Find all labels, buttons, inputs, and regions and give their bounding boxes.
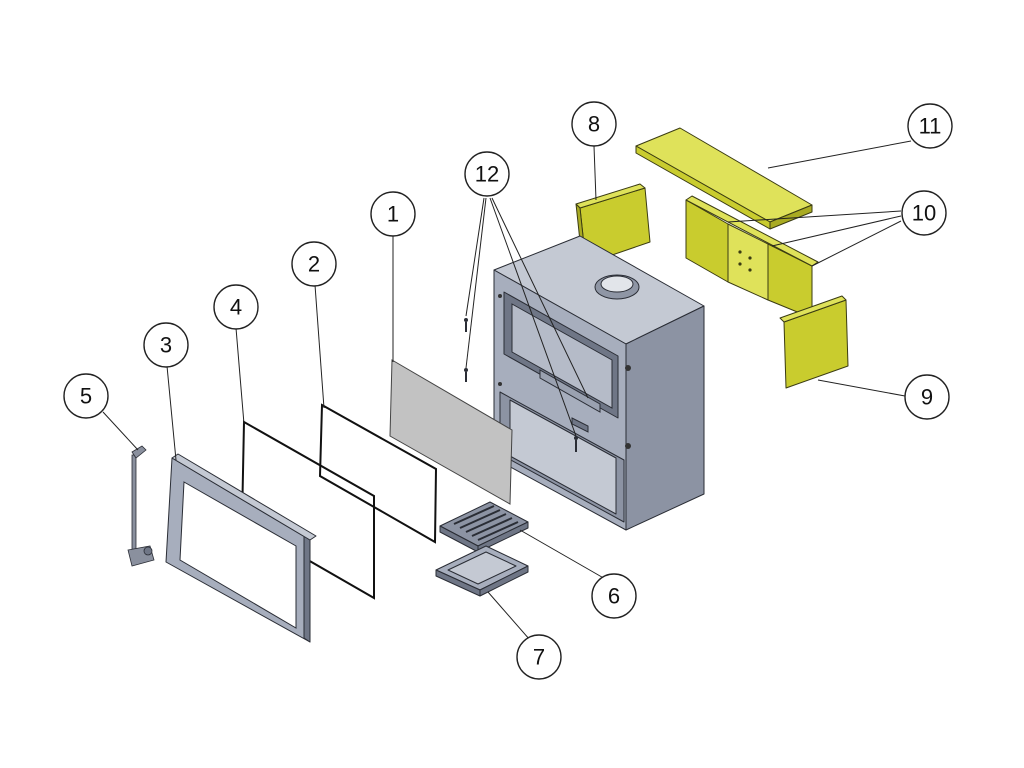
svg-text:10: 10	[912, 201, 936, 226]
part-12-screws	[464, 318, 578, 452]
svg-text:12: 12	[475, 162, 499, 187]
part-4-door-seal	[240, 420, 375, 600]
svg-text:8: 8	[588, 112, 600, 137]
callout-8: 8	[571, 101, 617, 147]
leader-lines	[102, 140, 912, 641]
callout-6: 6	[591, 573, 637, 619]
callout-5: 5	[63, 373, 109, 419]
callout-12: 12	[464, 151, 510, 197]
svg-text:11: 11	[919, 114, 942, 139]
svg-text:6: 6	[608, 584, 620, 609]
callout-4: 4	[213, 284, 259, 330]
callout-9: 9	[904, 374, 950, 420]
part-1-door-glass	[389, 359, 513, 505]
callout-3: 3	[143, 322, 189, 368]
part-3-door-frame	[165, 453, 317, 643]
part-2-glass-seal	[318, 403, 438, 544]
part-10-rear-bricks	[685, 195, 819, 319]
callout-11: 11	[907, 103, 953, 149]
svg-text:2: 2	[308, 252, 320, 277]
svg-text:1: 1	[387, 202, 399, 227]
svg-text:9: 9	[921, 385, 933, 410]
svg-text:5: 5	[80, 384, 92, 409]
callout-2: 2	[291, 241, 337, 287]
svg-text:4: 4	[230, 295, 242, 320]
svg-text:7: 7	[533, 645, 545, 670]
svg-text:3: 3	[160, 333, 172, 358]
callout-1: 1	[370, 191, 416, 237]
callout-10: 10	[901, 190, 947, 236]
part-7-ash-pan	[435, 545, 529, 597]
stove-body	[493, 235, 705, 531]
callout-7: 7	[516, 634, 562, 680]
part-9-right-side-brick	[779, 295, 849, 389]
part-11-top-baffle	[635, 127, 813, 230]
part-6-grate	[439, 501, 529, 553]
part-5-door-handle	[127, 445, 155, 567]
